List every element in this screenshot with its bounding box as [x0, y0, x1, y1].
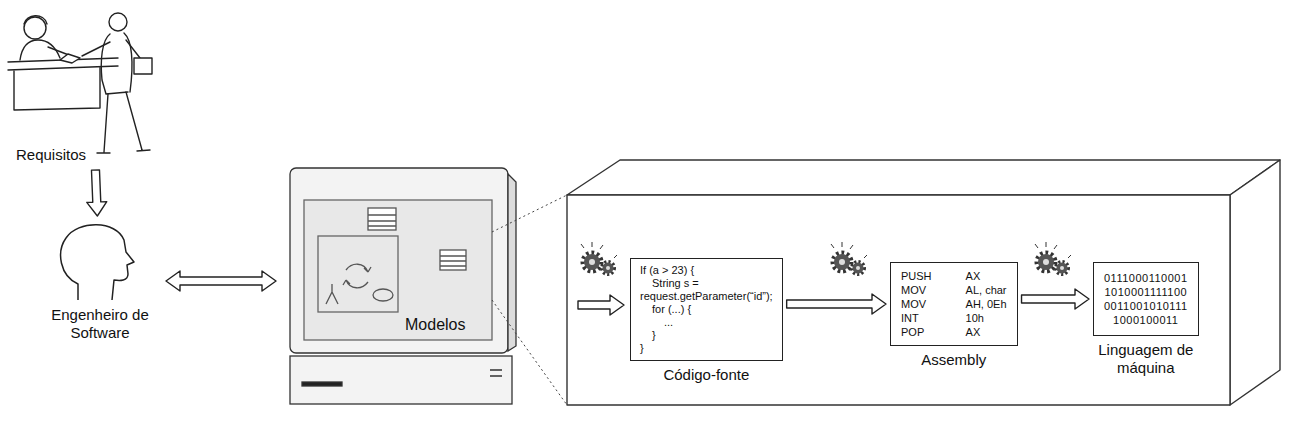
binary-line: 0111000110001: [1104, 271, 1188, 285]
bag-strap: [126, 40, 140, 58]
bag: [134, 58, 152, 74]
binary-line: 0011001010111: [1104, 299, 1188, 313]
code-line: }: [640, 342, 773, 355]
engineer-node: Engenheiro de Software: [38, 220, 162, 342]
requirements-scene: [8, 13, 152, 153]
gears-icon: [581, 242, 617, 274]
document: [60, 54, 80, 63]
requirements-node: Requisitos: [12, 4, 172, 166]
customer-head: [109, 13, 127, 31]
hollow-arrow: [787, 294, 886, 314]
assembly-token: AL, char: [966, 283, 1007, 297]
box-top: [567, 160, 1280, 195]
customer-legs: [97, 92, 150, 153]
monitor-side: [508, 174, 516, 351]
model-sketch: [326, 264, 393, 304]
box-front: [567, 195, 1230, 405]
computer-base: [290, 356, 512, 404]
binary-line: 1010001111100: [1104, 285, 1188, 299]
assembly-token: AX: [966, 269, 1007, 283]
source-code-box: If (a > 23) {String s =request.getParame…: [630, 258, 783, 361]
gears-icon: [1035, 242, 1071, 274]
input-arrow: [578, 295, 624, 315]
assembly-token: MOV: [901, 283, 932, 297]
zoom-lines: [492, 195, 567, 405]
computer-node: Modelos: [280, 160, 515, 408]
computer: [290, 168, 516, 404]
assembly-token: MOV: [901, 297, 932, 311]
code-line: request.getParameter(“id”);: [640, 290, 773, 303]
head-icon: [61, 225, 134, 300]
hollow-arrow: [87, 170, 107, 216]
assembly-token: POP: [901, 325, 932, 339]
box-caption: Assembly: [879, 351, 1029, 369]
code-line: for (...) {: [640, 303, 773, 316]
box-caption: Linguagem de máquina: [1071, 341, 1221, 377]
clerk-head: [24, 17, 46, 39]
zoom-box: [567, 160, 1280, 405]
assembly-token: INT: [901, 311, 932, 325]
code-line: ...: [640, 316, 773, 329]
machine-code-box: 0111000110001101000111110000110010101111…: [1093, 262, 1199, 336]
binary-line: 1000100011: [1104, 313, 1188, 327]
code-line: If (a > 23) {: [640, 264, 773, 277]
assembly-box: PUSHAXMOVAL, charMOVAH, 0EhINT10hPOPAXAs…: [890, 262, 1018, 346]
drive-slot: [302, 382, 342, 386]
node-label: Modelos: [405, 316, 515, 334]
box-caption: Código-fonte: [631, 366, 781, 384]
model-classes: [368, 208, 466, 270]
monitor-case: [290, 168, 508, 353]
base-detail: [490, 370, 502, 376]
model-frame: [318, 236, 398, 312]
code-line: String s =: [640, 277, 773, 290]
assembly-token: AH, 0Eh: [966, 297, 1007, 311]
assembly-token: PUSH: [901, 269, 932, 283]
clerk-hair: [24, 16, 47, 24]
hollow-arrow: [1022, 289, 1089, 309]
code-line: }: [640, 329, 773, 342]
hollow-arrow: [166, 271, 276, 291]
assembly-token: AX: [966, 325, 1007, 339]
assembly-token: 10h: [966, 311, 1007, 325]
node-label: Engenheiro de Software: [38, 306, 162, 342]
box-side: [1230, 160, 1280, 405]
node-label: Requisitos: [16, 146, 172, 164]
customer-arm: [82, 42, 110, 56]
gears-icon: [831, 242, 867, 274]
